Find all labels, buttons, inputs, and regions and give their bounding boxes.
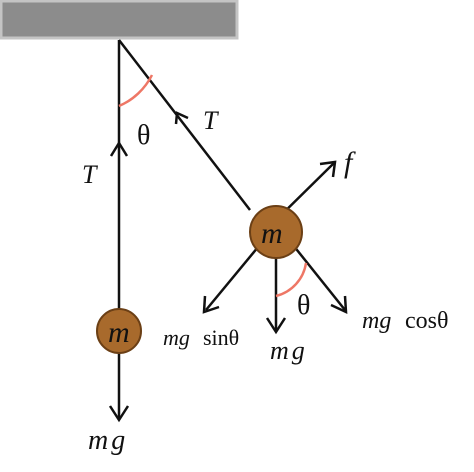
weight-label-right: mg xyxy=(270,336,308,365)
mg-sin-label-func: sinθ xyxy=(203,325,239,350)
theta-label-top: θ xyxy=(137,120,150,151)
mg-cos-label-func: cosθ xyxy=(405,308,449,334)
theta-label-bottom: θ xyxy=(297,290,310,321)
mass-label-right: m xyxy=(261,217,283,250)
force-f-label: f xyxy=(344,146,356,179)
weight-label-left: mg xyxy=(88,425,128,456)
tension-label-left: T xyxy=(82,160,98,189)
mg-sin-arrowhead xyxy=(202,295,220,314)
force-f-arrowhead xyxy=(319,160,337,178)
tension-arrowhead-left xyxy=(109,140,129,157)
mass-bob-left xyxy=(96,308,142,354)
mg-cos-label-mg: mg xyxy=(362,308,391,334)
mg-sin-label-mg: mg xyxy=(163,325,190,350)
weight-arrowhead-left xyxy=(108,405,130,423)
bottom-angle-arc xyxy=(275,262,308,298)
mass-bob-right xyxy=(249,205,303,259)
slanted-string xyxy=(118,39,251,211)
mg-cos-arrowhead xyxy=(330,295,348,315)
weight-arrowhead-right xyxy=(265,317,287,335)
tension-label-right: T xyxy=(203,106,219,135)
tension-arrowhead-right xyxy=(174,111,189,125)
ceiling-support xyxy=(0,0,239,40)
mass-label-left: m xyxy=(108,316,130,349)
pivot-angle-arc xyxy=(118,74,154,108)
